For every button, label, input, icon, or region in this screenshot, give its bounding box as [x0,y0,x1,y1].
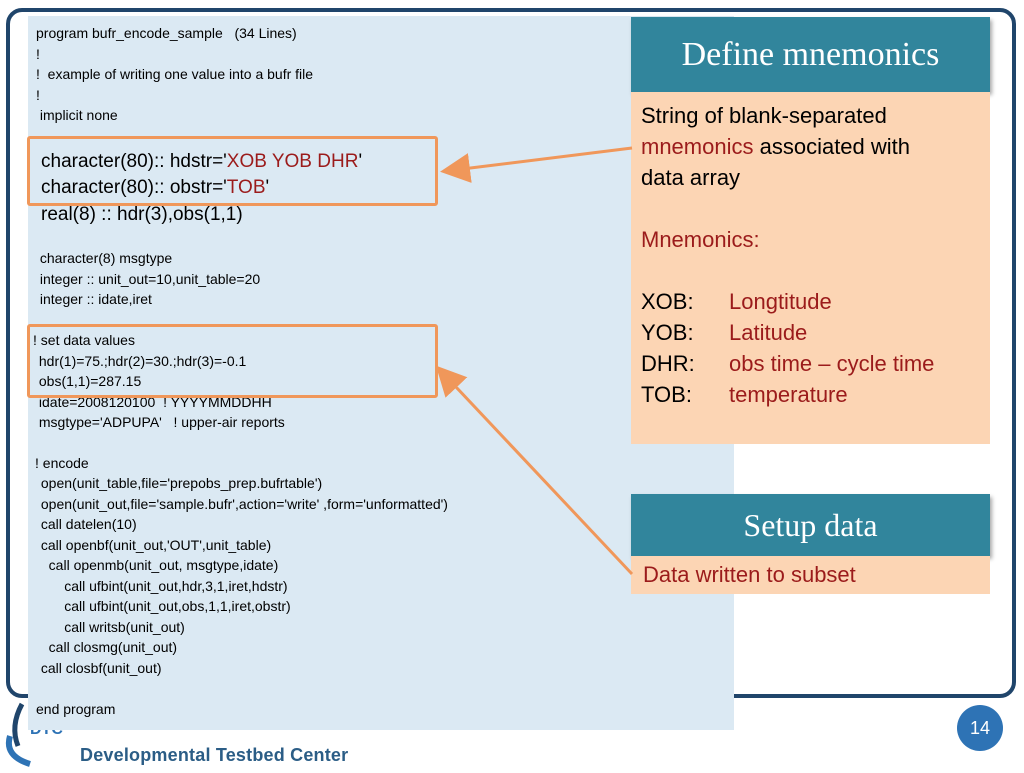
code-line: integer :: unit_out=10,unit_table=20 [36,271,261,287]
code-line: ! [36,46,40,62]
code-line: call writsb(unit_out) [37,619,185,635]
real-decl-line: real(8) :: hdr(3),obs(1,1) [41,204,243,225]
hdstr-value: XOB YOB DHR [226,151,359,172]
obstr-value: TOB [226,177,266,198]
code-line: integer :: idate,iret [36,291,152,307]
code-line: open(unit_out,file='sample.bufr',action=… [37,496,448,512]
code-line: ! set data values [33,332,135,348]
define-mnemonics-body: String of blank-separated mnemonics asso… [631,92,990,444]
code-line: ! example of writing one value into a bu… [36,66,314,82]
code-line: call ufbint(unit_out,hdr,3,1,iret,hdstr) [37,578,288,594]
code-line: call ufbint(unit_out,obs,1,1,iret,obstr) [37,598,291,614]
setup-data-title: Setup data [631,494,990,556]
data-highlight-box [27,324,438,398]
code-line: call openbf(unit_out,'OUT',unit_table) [37,537,272,553]
mnemonic-item: XOB:Longtitude [641,289,832,314]
define-mnemonics-title: Define mnemonics [631,17,990,92]
code-line: idate=2008120100 ! YYYYMMDDHH [35,394,272,410]
mnemonic-item: TOB:temperature [641,382,848,407]
code-line: msgtype='ADPUPA' ! upper-air reports [35,414,285,430]
mnemonics-highlight-box [27,136,438,206]
code-line: ! [36,87,40,103]
code-line: call openmb(unit_out, msgtype,idate) [37,557,279,573]
code-line: implicit none [36,107,118,123]
obstr-line: character(80):: obstr='TOB' [41,177,270,198]
hdstr-line: character(80):: hdstr='XOB YOB DHR' [41,151,363,172]
setup-data-body: Data written to subset [631,556,990,594]
code-line: character(8) msgtype [36,250,173,266]
code-line: call closbf(unit_out) [37,660,162,676]
footer-org-name: Developmental Testbed Center [80,745,349,765]
code-line: program bufr_encode_sample (34 Lines) [36,25,297,41]
page-number-badge: 14 [957,705,1003,751]
mnemonic-item: YOB:Latitude [641,320,808,345]
code-line: open(unit_table,file='prepobs_prep.bufrt… [37,475,323,491]
code-line: end program [36,701,116,717]
code-line: hdr(1)=75.;hdr(2)=30.;hdr(3)=-0.1 [35,353,247,369]
code-line: obs(1,1)=287.15 [35,373,142,389]
code-line: call closmg(unit_out) [37,639,178,655]
mnemonic-item: DHR:obs time – cycle time [641,351,935,376]
code-line: ! encode [35,455,89,471]
code-line: call datelen(10) [37,516,137,532]
